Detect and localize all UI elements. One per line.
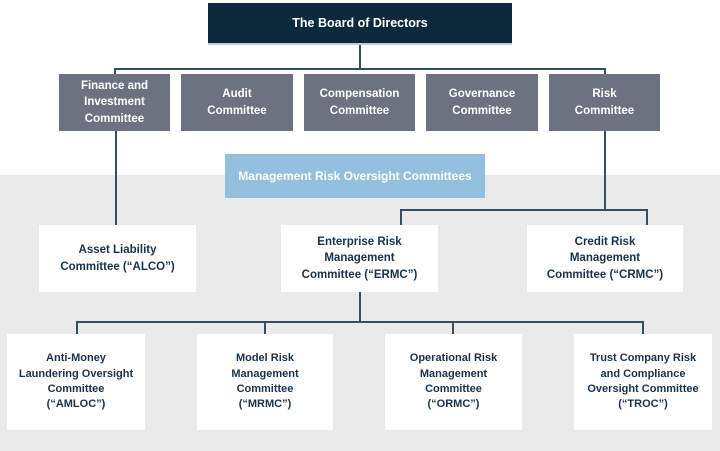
connector-row2-horizontal (114, 68, 606, 70)
box-compensation-committee: Compensation Committee (304, 74, 415, 131)
connector-crmc-drop (646, 209, 648, 225)
connector-mrmc-drop (264, 321, 266, 334)
connector-risk-to-branch (604, 131, 606, 211)
connector-ermc-drop (400, 209, 402, 225)
connector-finance-to-alco (115, 131, 117, 225)
connector-row4-horizontal (76, 321, 644, 323)
box-board-of-directors: The Board of Directors (208, 3, 512, 43)
box-risk-committee: Risk Committee (549, 74, 660, 131)
box-amloc: Anti-Money Laundering Oversight Committe… (7, 334, 145, 430)
box-crmc: Credit Risk Management Committee (“CRMC”… (527, 225, 683, 292)
box-finance-investment-committee: Finance and Investment Committee (59, 74, 170, 131)
connector-troc-drop (642, 321, 644, 334)
box-audit-committee: Audit Committee (181, 74, 293, 131)
connector-ormc-drop (452, 321, 454, 334)
connector-finance-drop (114, 68, 116, 75)
connector-risk-drop (604, 68, 606, 75)
box-ormc: Operational Risk Management Committee (“… (385, 334, 522, 430)
box-troc: Trust Company Risk and Compliance Oversi… (574, 334, 712, 430)
connector-branch-horizontal (400, 209, 648, 211)
box-ermc: Enterprise Risk Management Committee (“E… (281, 225, 438, 292)
box-alco: Asset Liability Committee (“ALCO”) (39, 225, 196, 292)
connector-ermc-down (359, 292, 361, 323)
box-mrmc: Model Risk Management Committee (“MRMC”) (197, 334, 333, 430)
box-governance-committee: Governance Committee (426, 74, 538, 131)
banner-management-risk-oversight: Management Risk Oversight Committees (225, 154, 485, 198)
connector-amloc-drop (76, 321, 78, 334)
connector-board-vertical (359, 43, 361, 68)
